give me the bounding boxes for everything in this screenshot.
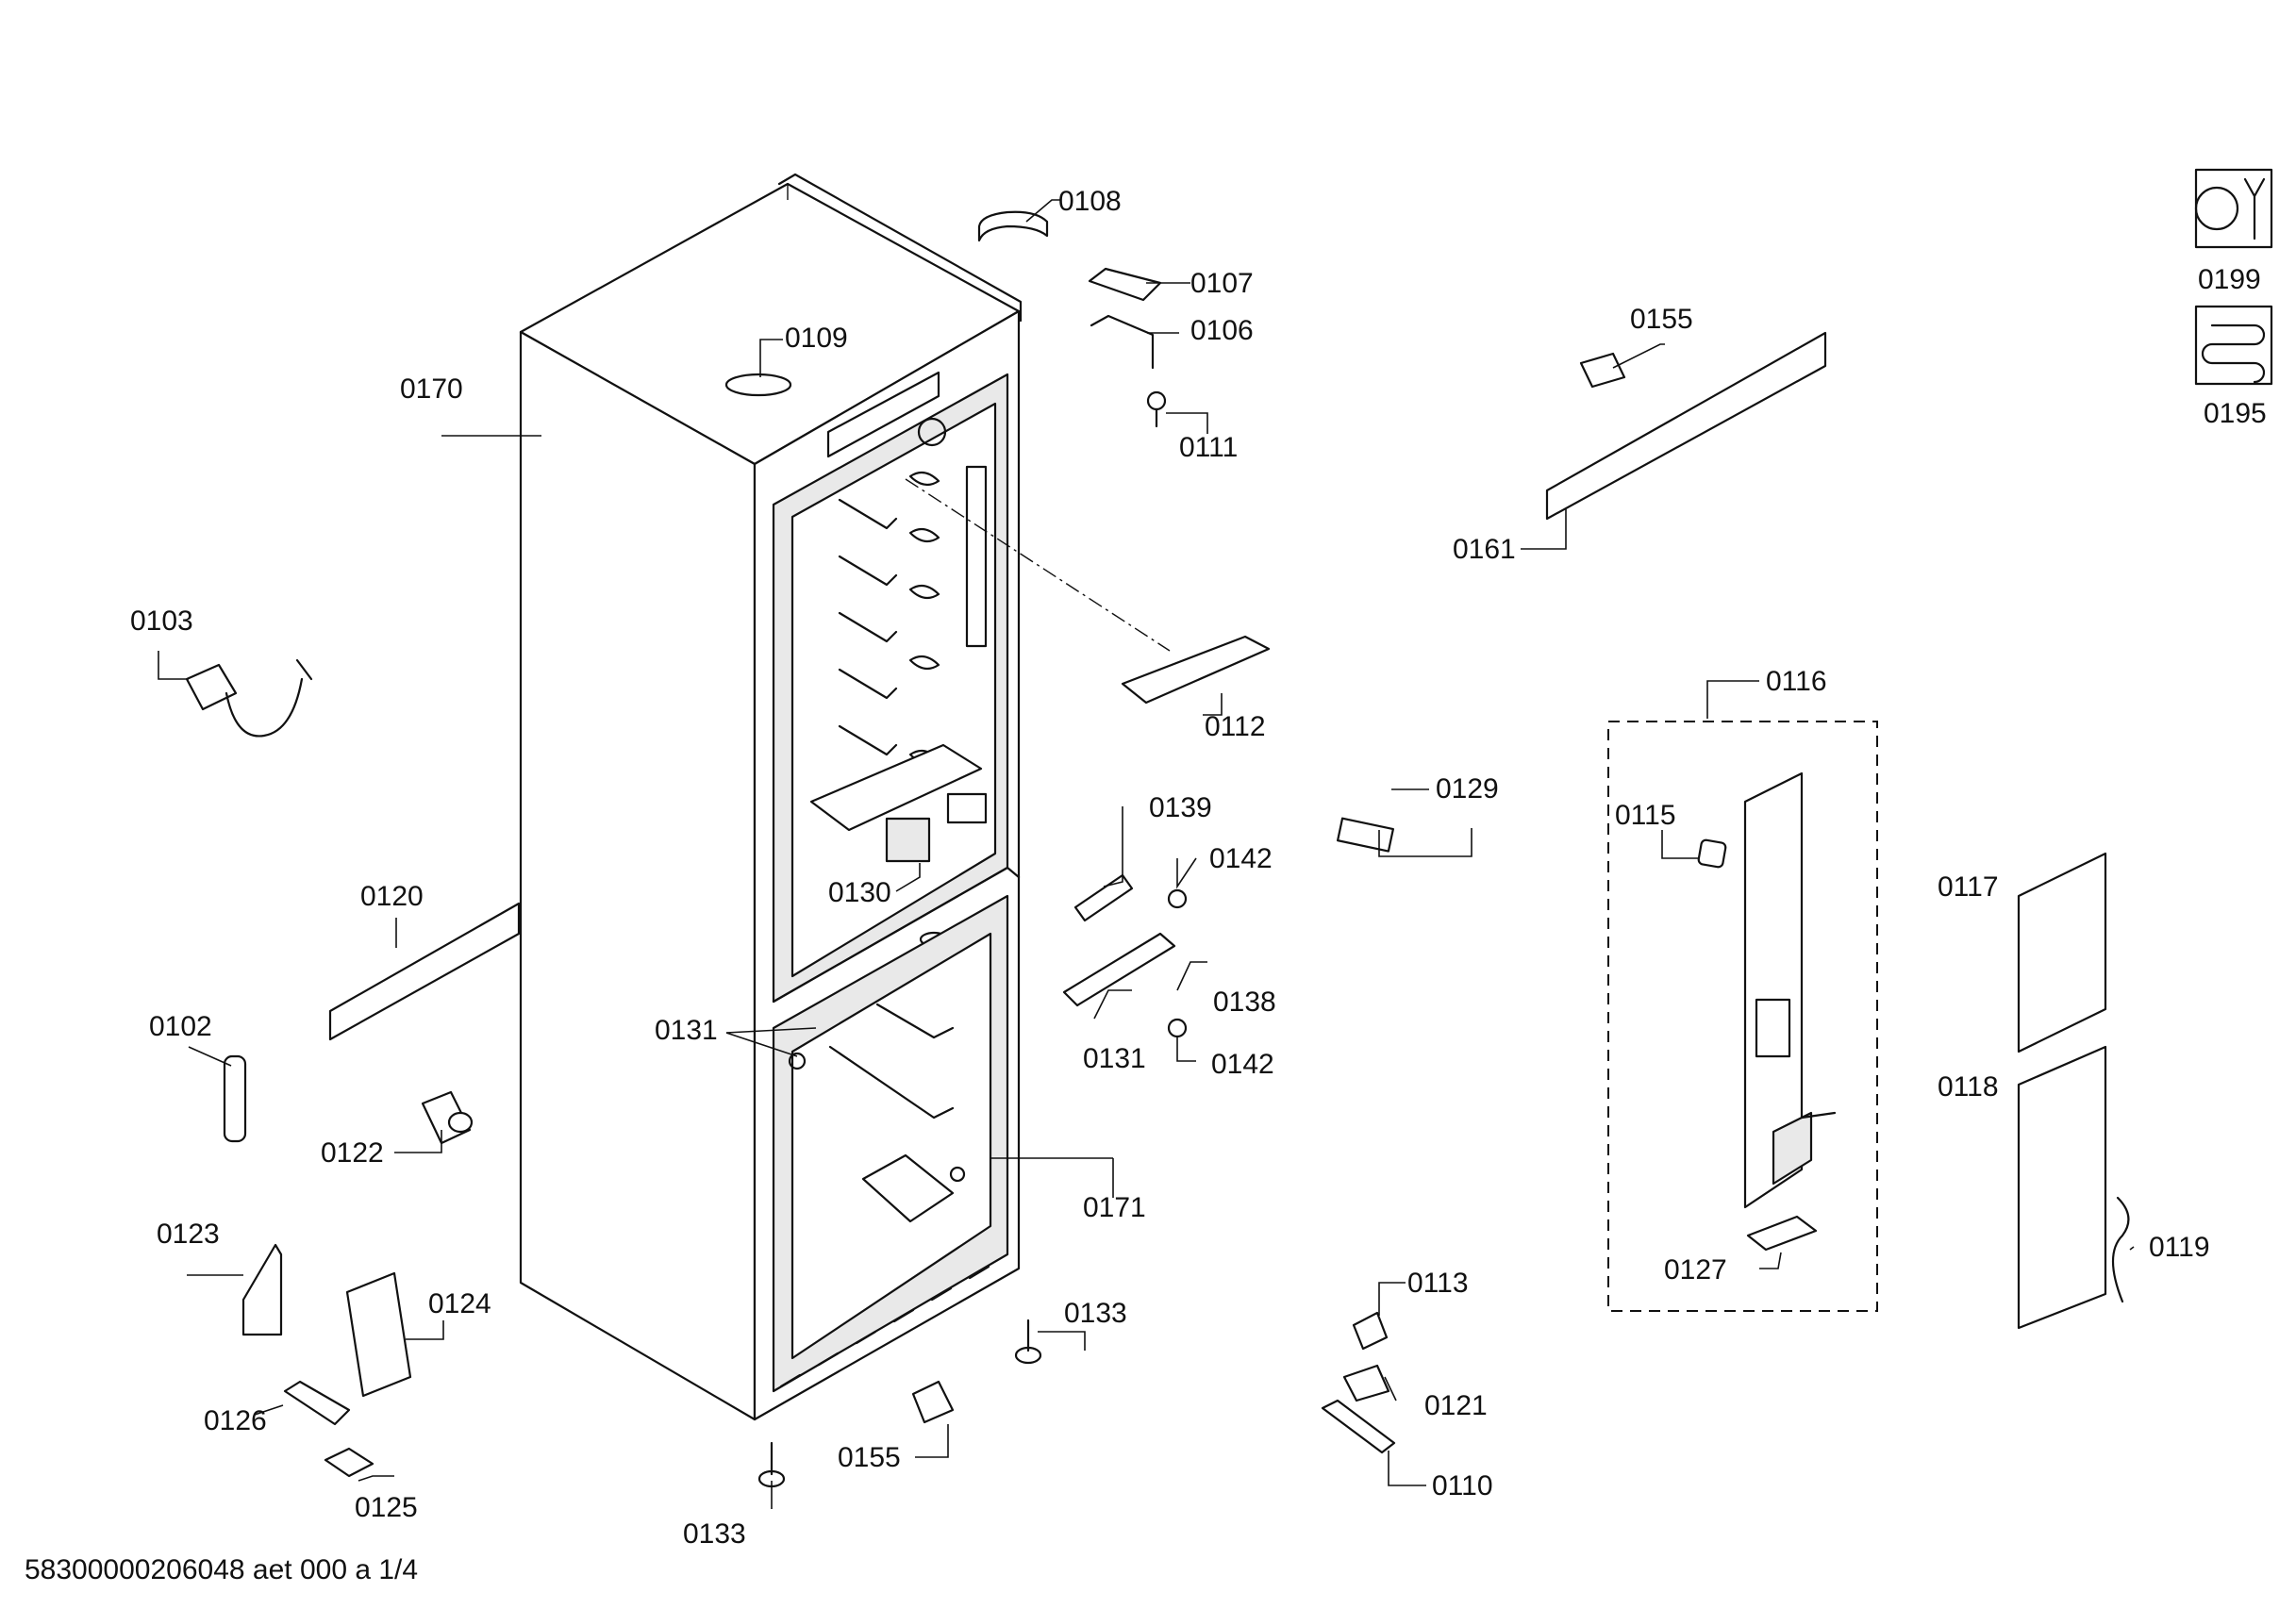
part-0139-drawing bbox=[1073, 873, 1134, 922]
part-0121-drawing bbox=[1342, 1364, 1390, 1402]
label-0107: 0107 bbox=[1190, 268, 1254, 299]
label-0111: 0111 bbox=[1179, 432, 1238, 463]
part-0124-drawing bbox=[345, 1271, 412, 1398]
part-0115-drawing bbox=[1697, 838, 1727, 869]
label-0124: 0124 bbox=[428, 1288, 491, 1319]
label-0125: 0125 bbox=[355, 1492, 418, 1523]
part-0119-drawing bbox=[2112, 1196, 2130, 1303]
label-0131-b: 0131 bbox=[655, 1015, 718, 1046]
legend-coil-code: 0195 bbox=[2204, 398, 2267, 429]
part-0102-drawing bbox=[223, 1054, 247, 1143]
part-0125-drawing bbox=[324, 1447, 374, 1478]
label-0127: 0127 bbox=[1664, 1254, 1727, 1286]
label-0123: 0123 bbox=[157, 1219, 220, 1250]
label-0131-a: 0131 bbox=[1083, 1043, 1146, 1074]
label-0113: 0113 bbox=[1407, 1268, 1469, 1299]
part-0118-drawing bbox=[2017, 1045, 2107, 1330]
part-0127-drawing bbox=[1746, 1215, 1818, 1252]
label-0102: 0102 bbox=[149, 1011, 212, 1042]
part-0138-drawing bbox=[1062, 932, 1176, 1007]
label-0155-top: 0155 bbox=[1630, 304, 1693, 335]
part-0120-drawing bbox=[328, 902, 521, 1041]
part-0123-drawing bbox=[241, 1243, 283, 1336]
label-0121: 0121 bbox=[1424, 1390, 1488, 1421]
label-0115: 0115 bbox=[1615, 800, 1676, 831]
label-0117: 0117 bbox=[1938, 871, 1999, 903]
label-0103: 0103 bbox=[130, 605, 193, 637]
label-0116: 0116 bbox=[1766, 666, 1827, 697]
tools-icon bbox=[2194, 168, 2273, 249]
leader-lines bbox=[158, 199, 2135, 1509]
coil-icon bbox=[2194, 305, 2273, 386]
part-0116-group-box bbox=[1607, 721, 1878, 1312]
part-0107-drawing bbox=[1088, 267, 1162, 302]
label-0109: 0109 bbox=[785, 323, 848, 354]
label-0133-a: 0133 bbox=[1064, 1298, 1127, 1329]
part-0142-b-drawing bbox=[1167, 1018, 1188, 1038]
label-0120: 0120 bbox=[360, 881, 424, 912]
cabinet-part bbox=[519, 173, 1171, 1421]
legend-tools-code: 0199 bbox=[2198, 264, 2261, 295]
part-0112-drawing bbox=[1121, 635, 1271, 705]
part-0113-drawing bbox=[1352, 1311, 1389, 1351]
label-0106: 0106 bbox=[1190, 315, 1254, 346]
label-0155-bottom: 0155 bbox=[838, 1442, 901, 1473]
part-0161-drawing bbox=[1545, 331, 1827, 521]
label-0126: 0126 bbox=[204, 1405, 267, 1436]
label-0138: 0138 bbox=[1213, 987, 1276, 1018]
part-0109-drawing bbox=[724, 373, 792, 397]
label-0161: 0161 bbox=[1453, 534, 1516, 565]
part-0126-drawing bbox=[283, 1380, 351, 1426]
part-0133-a-drawing bbox=[1014, 1319, 1042, 1365]
label-0170: 0170 bbox=[400, 373, 463, 405]
label-0142-b: 0142 bbox=[1211, 1049, 1274, 1080]
label-0112: 0112 bbox=[1205, 711, 1266, 742]
label-0129: 0129 bbox=[1436, 773, 1499, 804]
label-0142-a: 0142 bbox=[1209, 843, 1273, 874]
label-0139: 0139 bbox=[1149, 792, 1212, 823]
part-0155-bottom-drawing bbox=[911, 1380, 955, 1424]
label-0110: 0110 bbox=[1432, 1470, 1493, 1501]
part-0111-drawing bbox=[1146, 390, 1167, 428]
part-0122-drawing bbox=[421, 1090, 474, 1145]
part-0103-drawing bbox=[185, 658, 313, 738]
part-0142-a-drawing bbox=[1167, 888, 1188, 909]
label-0122: 0122 bbox=[321, 1137, 384, 1169]
label-0119: 0119 bbox=[2149, 1232, 2210, 1263]
label-0171: 0171 bbox=[1083, 1192, 1146, 1223]
label-0108: 0108 bbox=[1058, 186, 1122, 217]
label-0118: 0118 bbox=[1938, 1071, 1999, 1103]
part-0116-drawing bbox=[1743, 771, 1837, 1209]
label-0130: 0130 bbox=[828, 877, 891, 908]
part-0106-drawing bbox=[1090, 314, 1155, 370]
part-0155-top-drawing bbox=[1579, 352, 1626, 389]
part-0110-drawing bbox=[1321, 1399, 1396, 1454]
part-0108-drawing bbox=[977, 210, 1049, 242]
part-0133-b-drawing bbox=[757, 1441, 786, 1488]
document-code: 58300000206048 aet 000 a 1/4 bbox=[25, 1554, 418, 1585]
part-labels: 0108 0107 0106 0111 0109 0170 0103 0112 … bbox=[130, 186, 2267, 1550]
part-0129-drawing bbox=[1336, 817, 1394, 853]
part-0117-drawing bbox=[2017, 852, 2107, 1053]
label-0133-b: 0133 bbox=[683, 1518, 746, 1550]
